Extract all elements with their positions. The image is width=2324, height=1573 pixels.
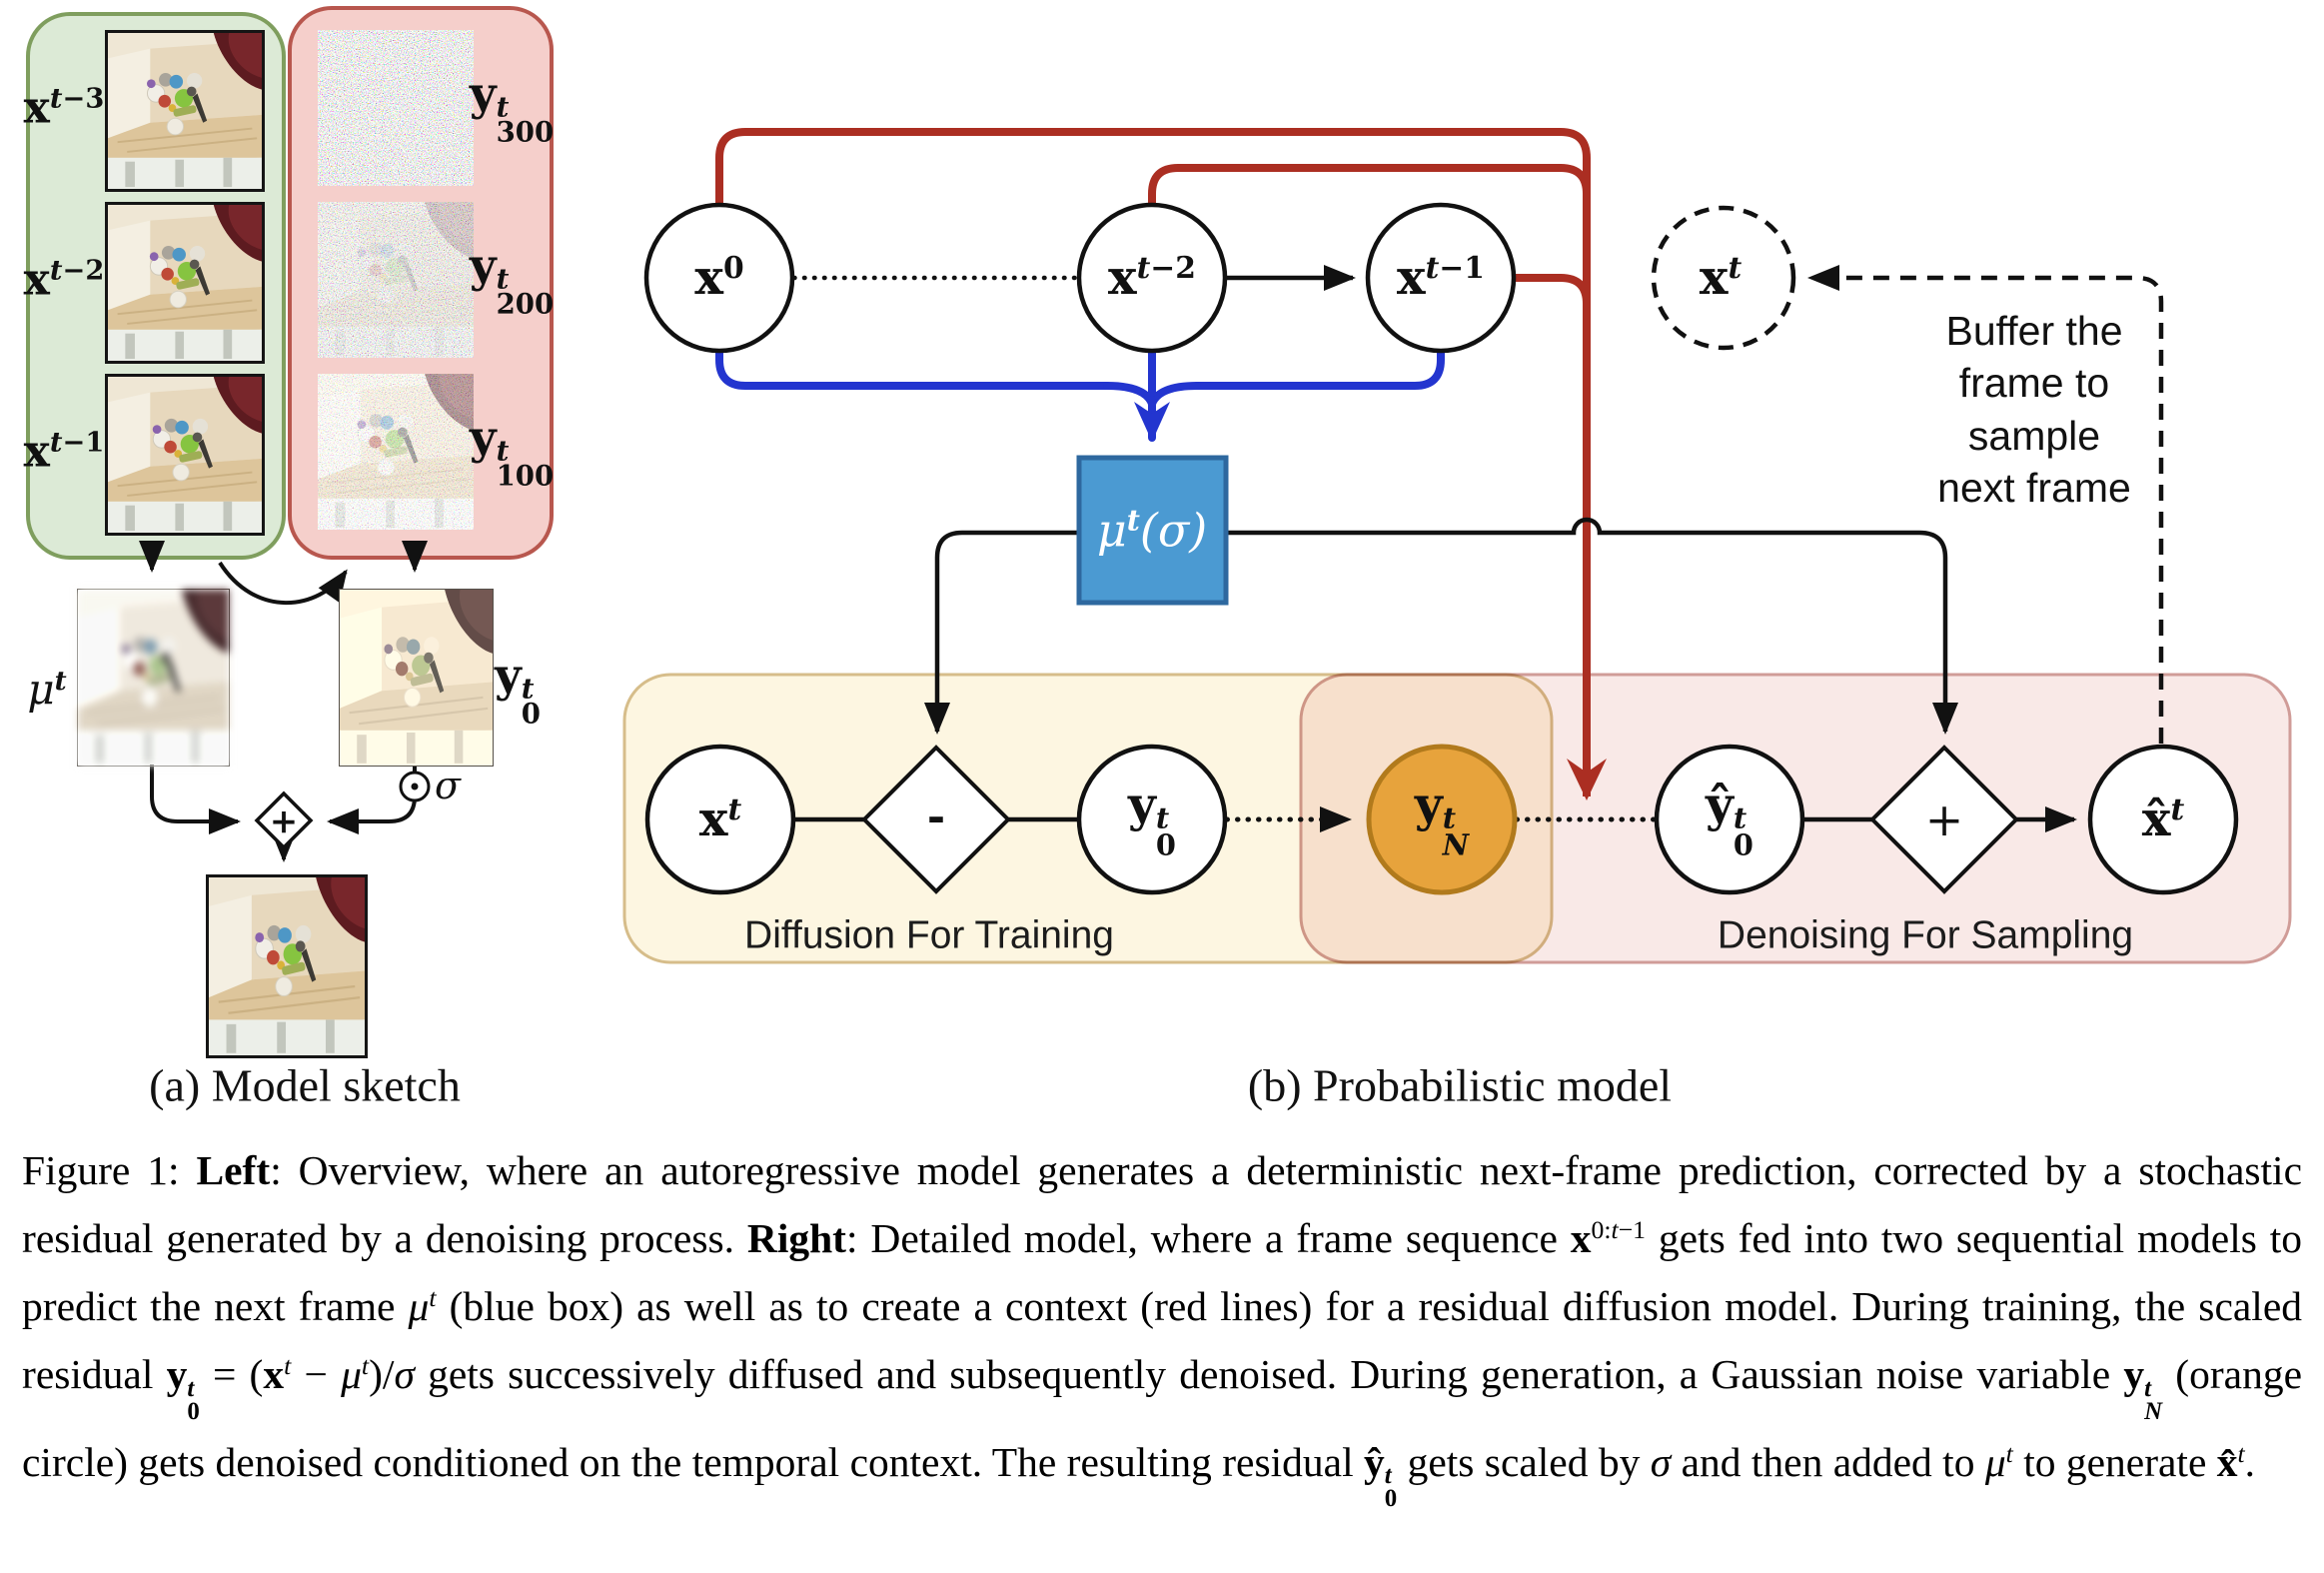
label-node-xt-2: xt−2	[1107, 250, 1197, 307]
context-frame-image-1	[105, 30, 265, 192]
sigma-odot-symbol	[399, 771, 431, 802]
node-xt	[644, 744, 796, 895]
scene-image	[108, 377, 262, 533]
minus-sign: -	[926, 791, 946, 842]
label-sigma: σ	[435, 764, 461, 807]
label-node-x0: x0	[694, 250, 744, 307]
label-node-xhat: x̂t	[2141, 791, 2185, 848]
node-xhat	[2087, 744, 2239, 895]
scene-image	[108, 205, 262, 361]
subcaption-b: (b) Probabilistic model	[1247, 1059, 1673, 1111]
context-frame-image-3	[105, 374, 265, 536]
graph-nodes	[643, 202, 2239, 895]
sketch-connectors	[139, 541, 428, 862]
label-node-xt-dashed: xt	[1699, 250, 1743, 307]
label-mu-box: μt(σ)	[1096, 503, 1208, 558]
node-xt-dashed	[1651, 205, 1796, 351]
label-mu-t: μt	[27, 665, 67, 715]
figure-caption: Figure 1: Left: Overview, where an autor…	[22, 1147, 2303, 1513]
solid-links	[793, 265, 2077, 832]
noise-image-100	[318, 374, 474, 530]
plus-diamond	[1869, 745, 2019, 894]
noise-image-300	[318, 30, 474, 186]
noise-image-200	[318, 202, 474, 358]
node-x0	[643, 202, 795, 354]
label-node-xt: xt	[698, 791, 742, 848]
label-diffusion-for-training: Diffusion For Training	[744, 913, 1114, 957]
scene-image	[209, 877, 365, 1055]
mu-prediction-image	[77, 589, 230, 767]
scene-image	[318, 202, 474, 358]
label-x-t-3: xt−3	[23, 82, 105, 134]
node-y0	[1076, 744, 1228, 895]
scene-image	[108, 33, 262, 189]
node-yhat0	[1654, 744, 1805, 895]
scene-image	[318, 374, 474, 530]
label-x-t-1: xt−1	[23, 426, 105, 478]
node-xt-2	[1076, 202, 1228, 354]
label-denoising-for-sampling: Denoising For Sampling	[1717, 913, 2134, 957]
mu-routing-lines	[924, 517, 1958, 735]
context-frame-image-2	[105, 202, 265, 364]
subcaption-a: (a) Model sketch	[149, 1059, 461, 1111]
buffer-feedback-dashed-arrow	[1807, 265, 2164, 744]
plus-sign: +	[1924, 792, 1964, 846]
residual-y0-image	[339, 589, 494, 767]
scene-image	[78, 590, 229, 766]
label-node-xt-1: xt−1	[1396, 250, 1486, 307]
node-xt-1	[1365, 202, 1517, 354]
scene-image	[318, 30, 474, 186]
plus-sign-sketch: +	[269, 801, 299, 841]
mu-predictor-box	[1076, 455, 1229, 606]
scene-image	[340, 590, 493, 766]
node-yN-noise	[1366, 744, 1518, 895]
label-x-t-2: xt−2	[23, 254, 105, 306]
prediction-blue-lines	[715, 347, 1445, 442]
plus-diamond-sketch	[254, 790, 314, 850]
generated-frame-image	[206, 874, 368, 1058]
dotted-links	[791, 275, 1658, 832]
context-red-lines	[715, 128, 1607, 800]
minus-diamond	[861, 745, 1011, 894]
